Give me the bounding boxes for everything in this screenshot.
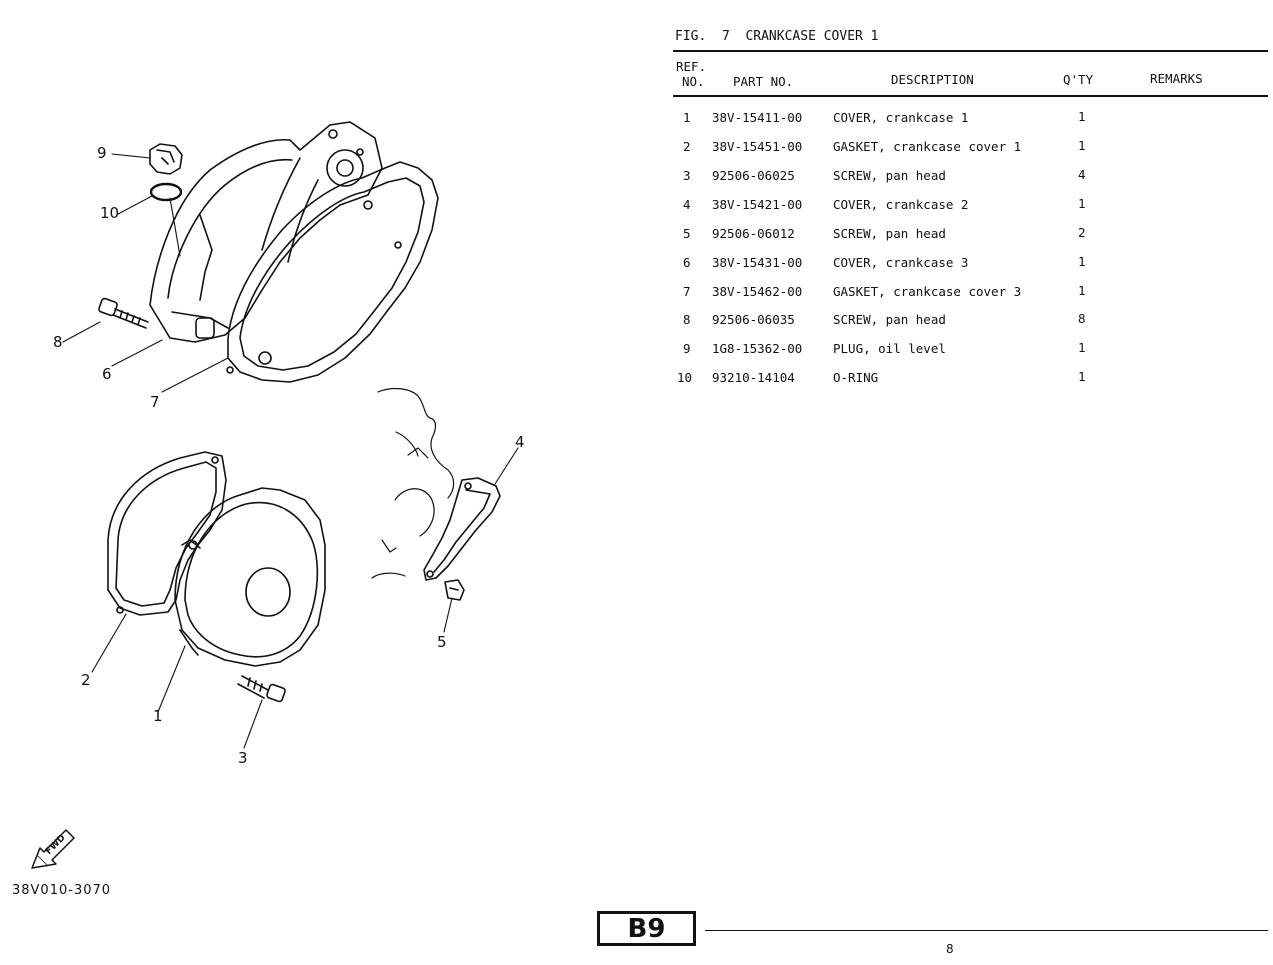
cell-ref: 7	[683, 284, 691, 299]
leader-10	[117, 195, 153, 215]
callout-2: 2	[81, 671, 91, 689]
leader-4	[494, 447, 519, 485]
cell-part-no: 38V-15411-00	[712, 110, 803, 125]
oil-plug-drawing	[149, 143, 183, 175]
cell-part-no: 38V-15421-00	[712, 197, 803, 212]
header-ref-line2: NO.	[682, 74, 705, 89]
callout-4: 4	[515, 433, 525, 451]
cell-description: COVER, crankcase 2	[833, 197, 969, 212]
footer-rule	[705, 930, 1268, 931]
cell-ref: 5	[683, 226, 691, 241]
diagram-drawing	[31, 121, 519, 869]
callout-8: 8	[53, 333, 63, 351]
leader-5	[443, 597, 453, 633]
screw-5-drawing	[444, 579, 465, 601]
crankcase-cover-3-drawing	[149, 121, 383, 343]
header-part-no: PART NO.	[733, 74, 794, 89]
section-badge: B9	[597, 911, 696, 946]
header-qty: Q'TY	[1063, 72, 1094, 87]
cell-qty: 1	[1078, 369, 1086, 384]
cell-ref: 10	[677, 370, 693, 385]
page-number: 8	[946, 942, 954, 956]
header-ref-line1: REF.	[676, 59, 707, 74]
cell-qty: 4	[1078, 167, 1086, 182]
leader-1	[157, 645, 186, 713]
leader-3	[243, 699, 263, 749]
cell-part-no: 38V-15462-00	[712, 284, 803, 299]
cell-qty: 1	[1078, 340, 1086, 355]
callout-3: 3	[238, 749, 248, 767]
figure-name: CRANKCASE COVER 1	[745, 29, 879, 44]
o-ring-drawing	[149, 182, 183, 202]
screw-3-drawing	[237, 675, 286, 703]
header-description: DESCRIPTION	[891, 72, 974, 87]
cell-part-no: 38V-15431-00	[712, 255, 803, 270]
callout-6: 6	[102, 365, 112, 383]
diagram-code: 38V010-3070	[12, 883, 112, 898]
leader-lines	[62, 153, 519, 749]
cell-part-no: 1G8-15362-00	[712, 341, 803, 356]
cell-part-no: 92506-06035	[712, 312, 795, 327]
cell-qty: 1	[1078, 196, 1086, 211]
leader-10b	[169, 197, 181, 257]
cell-ref: 2	[683, 139, 691, 154]
table-header-rule	[673, 95, 1268, 97]
cell-description: PLUG, oil level	[833, 341, 946, 356]
fwd-arrow-icon	[31, 829, 75, 869]
engine-outline-drawing	[371, 387, 455, 579]
cell-part-no: 93210-14104	[712, 370, 795, 385]
leader-2	[91, 613, 127, 673]
callout-1: 1	[153, 707, 163, 725]
callout-5: 5	[437, 633, 447, 651]
cell-qty: 8	[1078, 311, 1086, 326]
cell-qty: 1	[1078, 109, 1086, 124]
cell-ref: 4	[683, 197, 691, 212]
cell-part-no: 92506-06012	[712, 226, 795, 241]
cell-qty: 2	[1078, 225, 1086, 240]
cell-description: SCREW, pan head	[833, 226, 946, 241]
crankcase-cover-1-drawing	[174, 487, 326, 667]
cell-ref: 9	[683, 341, 691, 356]
cell-description: O-RING	[833, 370, 879, 385]
cell-description: SCREW, pan head	[833, 168, 946, 183]
cell-ref: 8	[683, 312, 691, 327]
figure-label: FIG.	[675, 29, 707, 44]
table-top-rule	[673, 50, 1268, 52]
cell-ref: 3	[683, 168, 691, 183]
cell-description: GASKET, crankcase cover 1	[833, 139, 1022, 154]
cell-qty: 1	[1078, 254, 1086, 269]
figure-number: 7	[721, 29, 730, 44]
callout-10: 10	[100, 204, 120, 222]
screw-8-drawing	[98, 297, 149, 329]
cell-description: GASKET, crankcase cover 3	[833, 284, 1022, 299]
cell-description: SCREW, pan head	[833, 312, 946, 327]
cell-qty: 1	[1078, 283, 1086, 298]
gasket-cover-3-drawing	[226, 161, 439, 383]
leader-7	[161, 357, 229, 393]
exploded-parts-diagram: 9 10 8 6 7 4 5 2 1 3 FWD 38V010-3070	[12, 121, 525, 898]
callout-9: 9	[97, 144, 107, 162]
gasket-cover-1-drawing	[107, 451, 227, 616]
figure-title: FIG. 7 CRANKCASE COVER 1	[675, 29, 879, 44]
cell-ref: 6	[683, 255, 691, 270]
cell-description: COVER, crankcase 3	[833, 255, 969, 270]
cell-qty: 1	[1078, 138, 1086, 153]
header-remarks: REMARKS	[1150, 71, 1203, 86]
crankcase-cover-2-drawing	[423, 477, 501, 581]
cell-part-no: 38V-15451-00	[712, 139, 803, 154]
callout-7: 7	[150, 393, 160, 411]
leader-8	[62, 321, 101, 343]
cell-ref: 1	[683, 110, 691, 125]
leader-9	[111, 153, 151, 159]
leader-6	[111, 339, 163, 367]
cell-part-no: 92506-06025	[712, 168, 795, 183]
cell-description: COVER, crankcase 1	[833, 110, 969, 125]
